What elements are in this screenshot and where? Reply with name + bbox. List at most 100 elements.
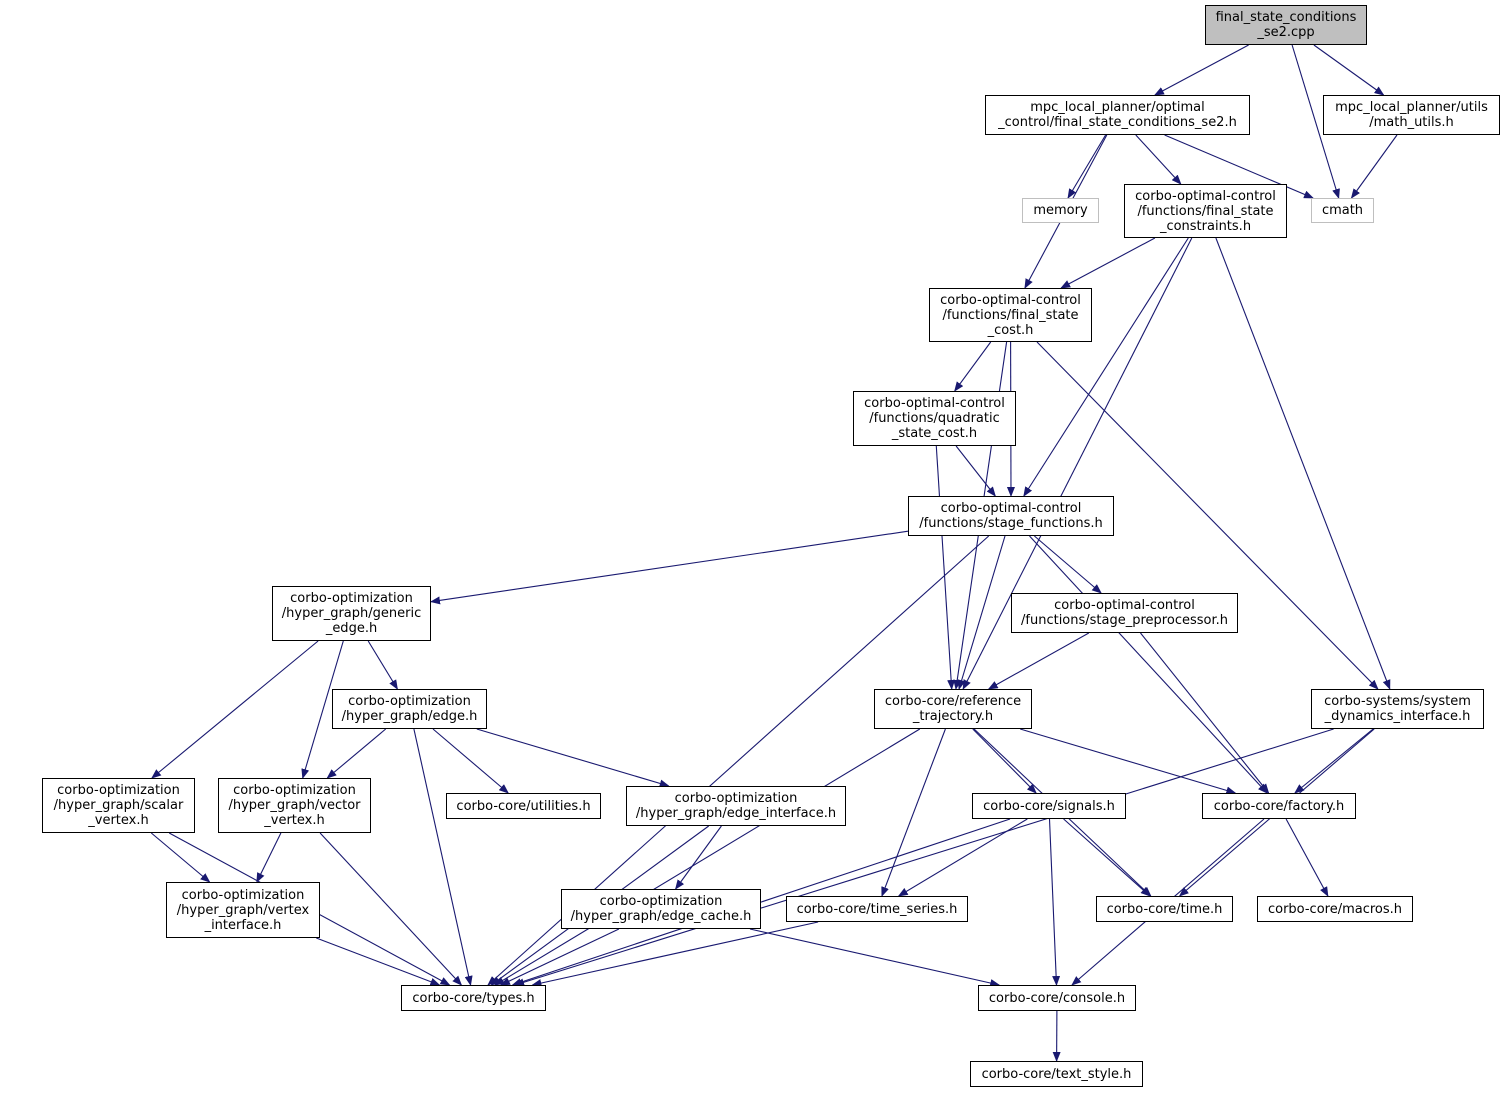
node-system-dynamics-interface-h[interactable]: corbo-systems/system _dynamics_interface… xyxy=(1311,689,1484,729)
node-text-style-h[interactable]: corbo-core/text_style.h xyxy=(970,1061,1143,1087)
edge-n_stagepre-to-n_factory xyxy=(1140,632,1270,794)
node-label-line: _cost.h xyxy=(987,322,1034,338)
edge-n_genedge-to-n_vector xyxy=(301,640,344,779)
node-types-h[interactable]: corbo-core/types.h xyxy=(401,985,546,1011)
edge-n_mpc_fsc-to-n_memory xyxy=(1067,134,1107,199)
edge-n_edgecache-to-n_console xyxy=(749,928,1001,987)
node-console-h[interactable]: corbo-core/console.h xyxy=(978,985,1136,1011)
node-edge-h[interactable]: corbo-optimization /hyper_graph/edge.h xyxy=(332,689,487,729)
node-label-line: _trajectory.h xyxy=(912,709,994,724)
node-label-line: /functions/quadratic xyxy=(869,411,1000,426)
node-vector-vertex-h[interactable]: corbo-optimization /hyper_graph/vector _… xyxy=(218,778,371,833)
node-label-line: _state_cost.h xyxy=(891,426,978,441)
node-label-line: _vertex.h xyxy=(264,813,325,828)
node-stage-functions-h[interactable]: corbo-optimal-control /functions/stage_f… xyxy=(908,496,1114,536)
node-label-line: corbo-core/time.h xyxy=(1106,901,1223,917)
edge-n_mpc_math-to-n_cmath xyxy=(1350,134,1398,199)
edge-n_edgeif-to-n_edgecache xyxy=(675,825,722,890)
node-label-line: final_state_conditions xyxy=(1215,10,1357,25)
node-label-line: corbo-optimization xyxy=(181,887,305,903)
node-label-line: corbo-optimal-control xyxy=(940,292,1081,308)
node-label-line: memory xyxy=(1033,203,1088,218)
node-signals-h[interactable]: corbo-core/signals.h xyxy=(972,793,1126,819)
node-label-line: _se2.cpp xyxy=(1257,25,1315,40)
node-label-line: /hyper_graph/edge_cache.h xyxy=(570,909,752,924)
node-utilities-h[interactable]: corbo-core/utilities.h xyxy=(446,793,601,819)
node-memory: memory xyxy=(1022,198,1099,223)
node-generic-edge-h[interactable]: corbo-optimization /hyper_graph/generic … xyxy=(272,586,431,641)
edge-n_root-to-n_mpc_math xyxy=(1313,44,1385,96)
node-label-line: /functions/stage_preprocessor.h xyxy=(1021,613,1228,628)
node-label-line: mpc_local_planner/utils xyxy=(1335,100,1488,115)
edge-n_vector-to-n_vertexif xyxy=(256,832,282,883)
edge-n_edge-to-n_edgeif xyxy=(476,728,670,788)
node-label-line: /math_utils.h xyxy=(1369,115,1454,130)
node-scalar-vertex-h[interactable]: corbo-optimization /hyper_graph/scalar _… xyxy=(42,778,195,833)
node-label-line: /hyper_graph/edge_interface.h xyxy=(635,806,837,821)
edge-n_root-to-n_mpc_fsc xyxy=(1154,44,1249,96)
node-mpc-final-state-conditions-se2-h[interactable]: mpc_local_planner/optimal _control/final… xyxy=(985,95,1250,135)
node-label-line: corbo-core/utilities.h xyxy=(456,798,591,814)
edge-n_vector-to-n_types xyxy=(319,832,463,986)
node-label-line: corbo-core/text_style.h xyxy=(981,1066,1132,1082)
node-label-line: corbo-core/signals.h xyxy=(983,798,1115,814)
edge-n_fsconstr-to-n_sysdyn xyxy=(1215,237,1391,690)
node-label-line: corbo-optimization xyxy=(348,694,471,709)
node-label-line: corbo-core/console.h xyxy=(988,990,1126,1006)
node-label-line: _interface.h xyxy=(204,917,282,933)
node-mpc-math-utils-h[interactable]: mpc_local_planner/utils /math_utils.h xyxy=(1323,95,1500,135)
edge-n_sysdyn-to-n_types xyxy=(514,728,1334,987)
edge-n_stagef-to-n_genedge xyxy=(430,530,909,605)
node-quadratic-state-cost-h[interactable]: corbo-optimal-control /functions/quadrat… xyxy=(853,391,1016,446)
node-label-line: cmath xyxy=(1321,203,1364,218)
edge-n_root-to-n_cmath xyxy=(1291,44,1340,199)
edge-n_signals-to-n_console xyxy=(1048,818,1061,986)
node-label-line: corbo-core/time_series.h xyxy=(796,901,958,917)
node-time-h[interactable]: corbo-core/time.h xyxy=(1096,896,1233,922)
edge-n_sysdyn-to-n_factory xyxy=(1294,728,1374,794)
node-label-line: corbo-optimal-control xyxy=(1054,598,1195,613)
edge-n_edge-to-n_types xyxy=(413,728,473,986)
edge-n_signals-to-n_types xyxy=(511,818,1011,986)
node-cmath: cmath xyxy=(1311,198,1374,223)
node-label-line: mpc_local_planner/optimal xyxy=(1030,100,1205,115)
node-label-line: /hyper_graph/generic xyxy=(281,606,422,621)
edge-n_reftraj-to-n_timeseries xyxy=(881,728,946,897)
edge-n_signals-to-n_time xyxy=(1063,818,1151,897)
node-reference-trajectory-h[interactable]: corbo-core/reference _trajectory.h xyxy=(874,689,1032,729)
node-label-line: corbo-core/types.h xyxy=(412,990,535,1006)
node-label-line: /functions/stage_functions.h xyxy=(919,516,1103,531)
edge-n_reftraj-to-n_signals xyxy=(972,728,1037,794)
node-vertex-interface-h[interactable]: corbo-optimization /hyper_graph/vertex _… xyxy=(166,882,320,938)
node-final-state-conditions-se2-cpp[interactable]: final_state_conditions _se2.cpp xyxy=(1205,5,1367,45)
node-label-line: corbo-core/macros.h xyxy=(1267,901,1403,917)
edge-n_reftraj-to-n_factory xyxy=(1020,728,1237,795)
node-final-state-constraints-h[interactable]: corbo-optimal-control /functions/final_s… xyxy=(1124,184,1287,238)
node-factory-h[interactable]: corbo-core/factory.h xyxy=(1202,793,1356,819)
edge-n_quad-to-n_reftraj xyxy=(935,445,956,690)
node-label-line: /hyper_graph/edge.h xyxy=(341,709,478,724)
node-label-line: /hyper_graph/vertex xyxy=(176,902,310,918)
edge-n_reftraj-to-n_types xyxy=(494,728,921,986)
node-label-line: corbo-core/factory.h xyxy=(1213,798,1345,814)
edge-n_fsconstr-to-n_fscost xyxy=(1060,237,1156,289)
edge-n_factory-to-n_macros xyxy=(1285,818,1329,897)
edge-n_quad-to-n_stagef xyxy=(955,445,996,497)
node-time-series-h[interactable]: corbo-core/time_series.h xyxy=(786,896,968,922)
node-macros-h[interactable]: corbo-core/macros.h xyxy=(1257,896,1413,922)
node-label-line: corbo-optimization xyxy=(233,783,356,798)
node-edge-interface-h[interactable]: corbo-optimization /hyper_graph/edge_int… xyxy=(626,786,846,826)
edge-n_fsconstr-to-n_reftraj xyxy=(962,237,1193,690)
node-stage-preprocessor-h[interactable]: corbo-optimal-control /functions/stage_p… xyxy=(1011,593,1238,633)
node-label-line: corbo-optimization xyxy=(599,894,723,909)
edge-n_edge-to-n_util xyxy=(432,728,509,794)
edge-n_signals-to-n_timeseries xyxy=(897,818,1028,897)
node-label-line: /functions/final_state xyxy=(942,307,1079,323)
edge-n_mpc_fsc-to-n_cmath xyxy=(1164,134,1314,199)
node-label-line: _constraints.h xyxy=(1159,218,1252,234)
node-edge-cache-h[interactable]: corbo-optimization /hyper_graph/edge_cac… xyxy=(561,889,761,929)
node-final-state-cost-h[interactable]: corbo-optimal-control /functions/final_s… xyxy=(929,288,1092,342)
edge-n_fscost-to-n_quad xyxy=(954,341,992,392)
edge-n_mpc_fsc-to-n_fsconstr xyxy=(1135,134,1182,185)
node-label-line: corbo-optimal-control xyxy=(940,501,1082,516)
